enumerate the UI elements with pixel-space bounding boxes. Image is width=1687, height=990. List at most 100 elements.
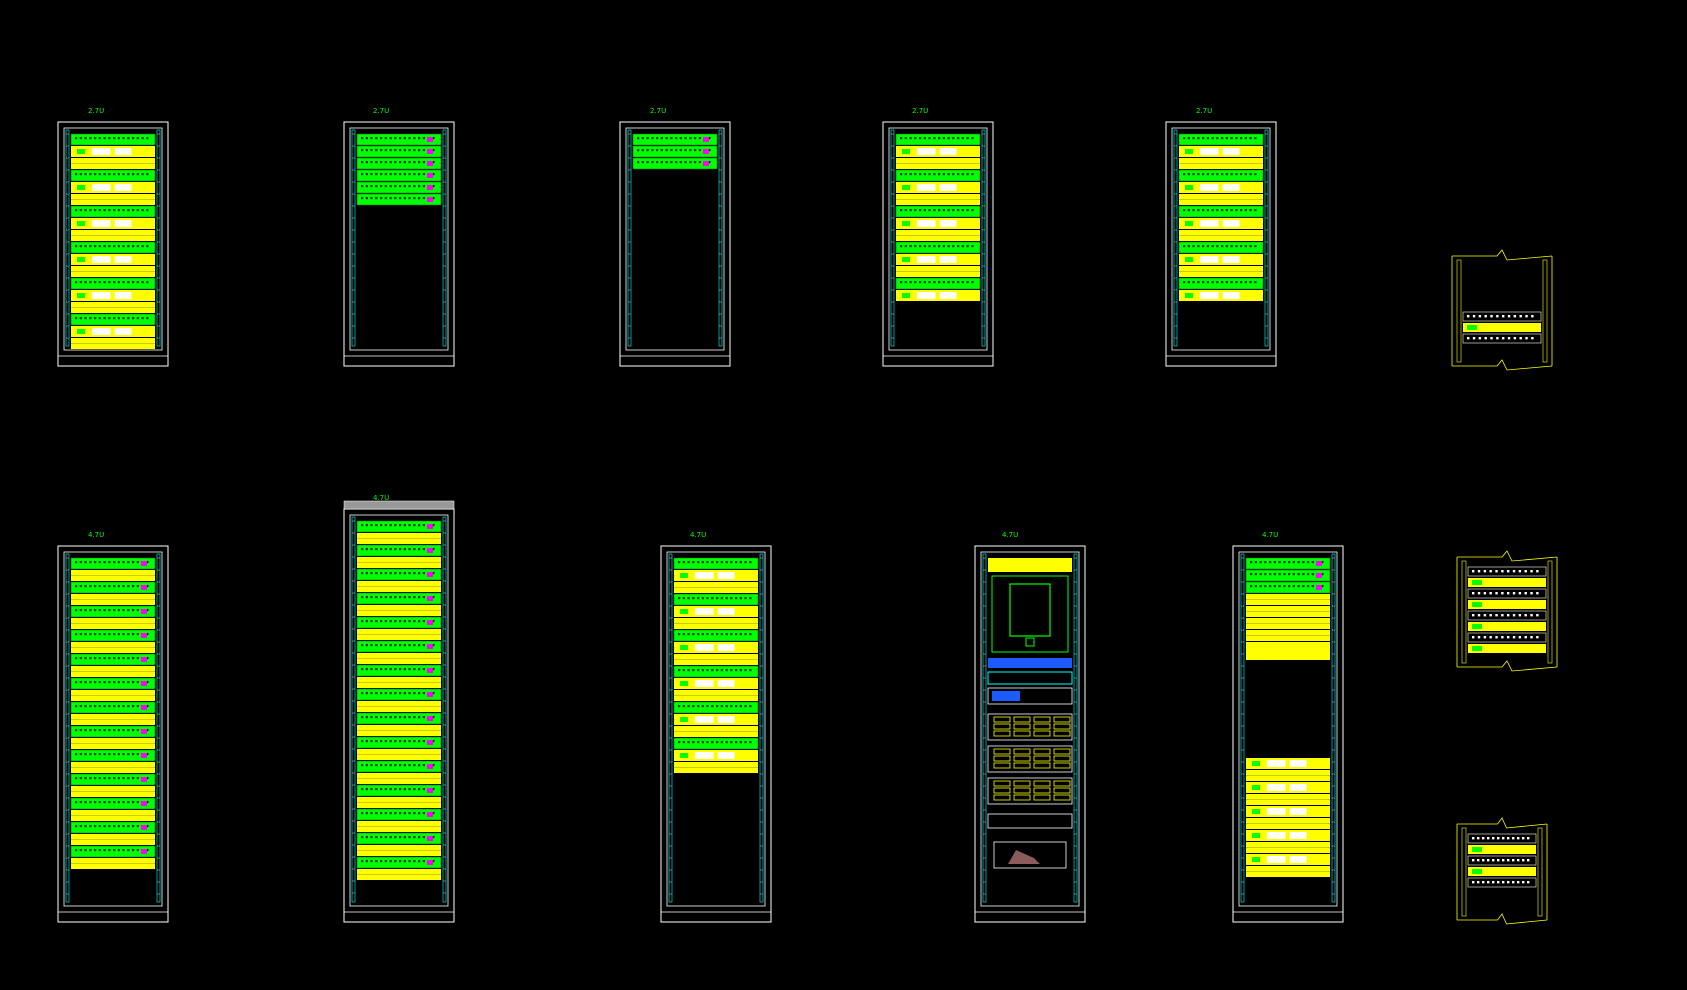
port (432, 524, 435, 527)
port (117, 561, 120, 564)
port (1264, 561, 1267, 564)
port (670, 161, 673, 164)
port (122, 849, 125, 852)
cable-marker (1316, 561, 1322, 566)
port (75, 825, 78, 828)
switch-face (1289, 832, 1307, 839)
patch-panel (673, 737, 759, 750)
port (384, 149, 387, 152)
status-led (680, 609, 688, 614)
port (375, 137, 378, 140)
port (1472, 636, 1475, 639)
port (75, 209, 78, 212)
port (432, 836, 435, 839)
port (113, 729, 116, 732)
detail-view-3 (1456, 817, 1548, 925)
port (1283, 561, 1286, 564)
port (961, 245, 964, 248)
port (108, 849, 111, 852)
port (389, 836, 392, 839)
port (716, 669, 719, 672)
port (720, 597, 723, 600)
port (919, 137, 922, 140)
port (1249, 281, 1252, 284)
port (682, 633, 685, 636)
port (146, 849, 149, 852)
port (146, 281, 149, 284)
port (1187, 137, 1190, 140)
port (141, 137, 144, 140)
keyboard-tray (988, 658, 1072, 668)
port (1235, 281, 1238, 284)
port (108, 317, 111, 320)
port (739, 705, 742, 708)
port (98, 173, 101, 176)
port (679, 137, 682, 140)
detail-manager-unit (1468, 867, 1536, 876)
port (692, 597, 695, 600)
port (1269, 573, 1272, 576)
switch-face (717, 716, 735, 723)
port (678, 633, 681, 636)
port (394, 764, 397, 767)
port (89, 753, 92, 756)
port (127, 137, 130, 140)
port (370, 185, 373, 188)
port (380, 620, 383, 623)
port (75, 777, 78, 780)
port (682, 741, 685, 744)
port (952, 209, 955, 212)
port (389, 197, 392, 200)
port (389, 173, 392, 176)
port (98, 317, 101, 320)
port (389, 524, 392, 527)
port (418, 644, 421, 647)
port (408, 548, 411, 551)
switch-unit (1246, 758, 1330, 769)
port (384, 692, 387, 695)
port (380, 668, 383, 671)
cable-marker (427, 836, 433, 841)
cable-marker (427, 524, 433, 529)
port (108, 801, 111, 804)
port (365, 764, 368, 767)
port (1477, 636, 1481, 639)
port (1192, 173, 1195, 176)
port (413, 836, 416, 839)
port (432, 860, 435, 863)
port (422, 596, 425, 599)
patch-panel (356, 181, 442, 194)
port (122, 801, 125, 804)
port (432, 596, 435, 599)
port (94, 561, 97, 564)
port (103, 705, 106, 708)
port (365, 149, 368, 152)
port (749, 633, 752, 636)
port (678, 597, 681, 600)
port (394, 173, 397, 176)
port (725, 633, 728, 636)
port (678, 669, 681, 672)
port (380, 812, 383, 815)
port (127, 681, 130, 684)
port (403, 524, 406, 527)
cable-marker (141, 609, 147, 614)
port (136, 317, 139, 320)
port (136, 849, 139, 852)
status-led (77, 221, 85, 226)
port (146, 609, 149, 612)
port (1487, 837, 1490, 840)
port (75, 609, 78, 612)
port (687, 633, 690, 636)
status-led (1185, 149, 1193, 154)
port (103, 849, 106, 852)
port (122, 585, 125, 588)
port (380, 740, 383, 743)
port (1495, 570, 1498, 573)
port (380, 185, 383, 188)
port (701, 597, 704, 600)
port (89, 657, 92, 660)
port (94, 173, 97, 176)
right-rail (981, 129, 986, 347)
port (904, 137, 907, 140)
